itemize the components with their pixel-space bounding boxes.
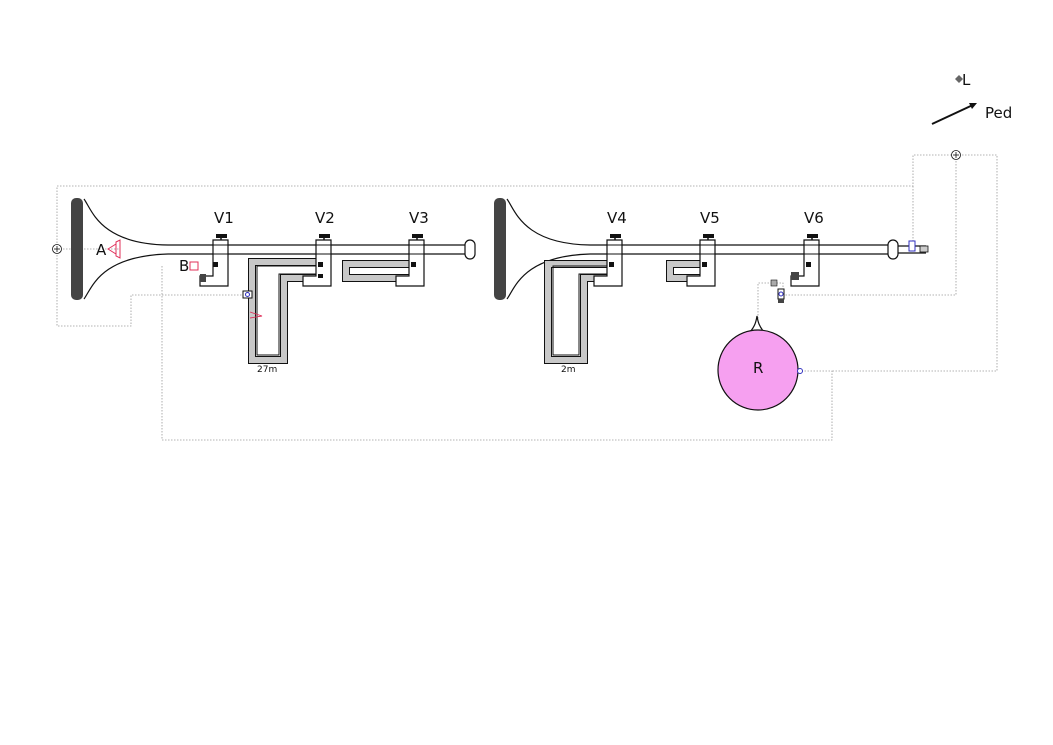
pedal <box>931 75 977 125</box>
bell-right <box>494 198 591 300</box>
label-v4: V4 <box>607 209 627 227</box>
label-b: B <box>179 257 189 275</box>
slide-v3 <box>342 260 410 282</box>
main-tube-right <box>590 239 926 260</box>
label-v3: V3 <box>409 209 429 227</box>
label-length-2m: 2m <box>561 365 576 375</box>
valve-v1[interactable] <box>199 234 229 287</box>
valve-v6[interactable] <box>790 234 820 287</box>
slide-v5 <box>666 260 702 282</box>
slide-v2-long <box>248 258 324 364</box>
bell-left <box>71 198 169 300</box>
label-a: A <box>96 241 107 259</box>
label-v2: V2 <box>315 209 335 227</box>
label-l: L <box>962 71 971 89</box>
valve-v3[interactable] <box>395 234 425 287</box>
valve-v2[interactable] <box>302 234 332 287</box>
label-r: R <box>753 359 763 377</box>
label-ped: Ped <box>985 104 1012 122</box>
label-v1: V1 <box>214 209 234 227</box>
control-wires <box>56 154 998 441</box>
label-v6: V6 <box>804 209 824 227</box>
label-length-27m: 27m <box>257 365 277 375</box>
valves <box>199 234 820 287</box>
slide-v4 <box>544 260 608 364</box>
sensors <box>52 150 961 303</box>
label-v5: V5 <box>700 209 720 227</box>
labels: V1 V2 V3 V4 V5 V6 A B L Ped R 27m 2m <box>96 71 1012 377</box>
reservoir <box>717 315 803 411</box>
valve-v4[interactable] <box>593 234 623 287</box>
valve-v5[interactable] <box>686 234 716 287</box>
